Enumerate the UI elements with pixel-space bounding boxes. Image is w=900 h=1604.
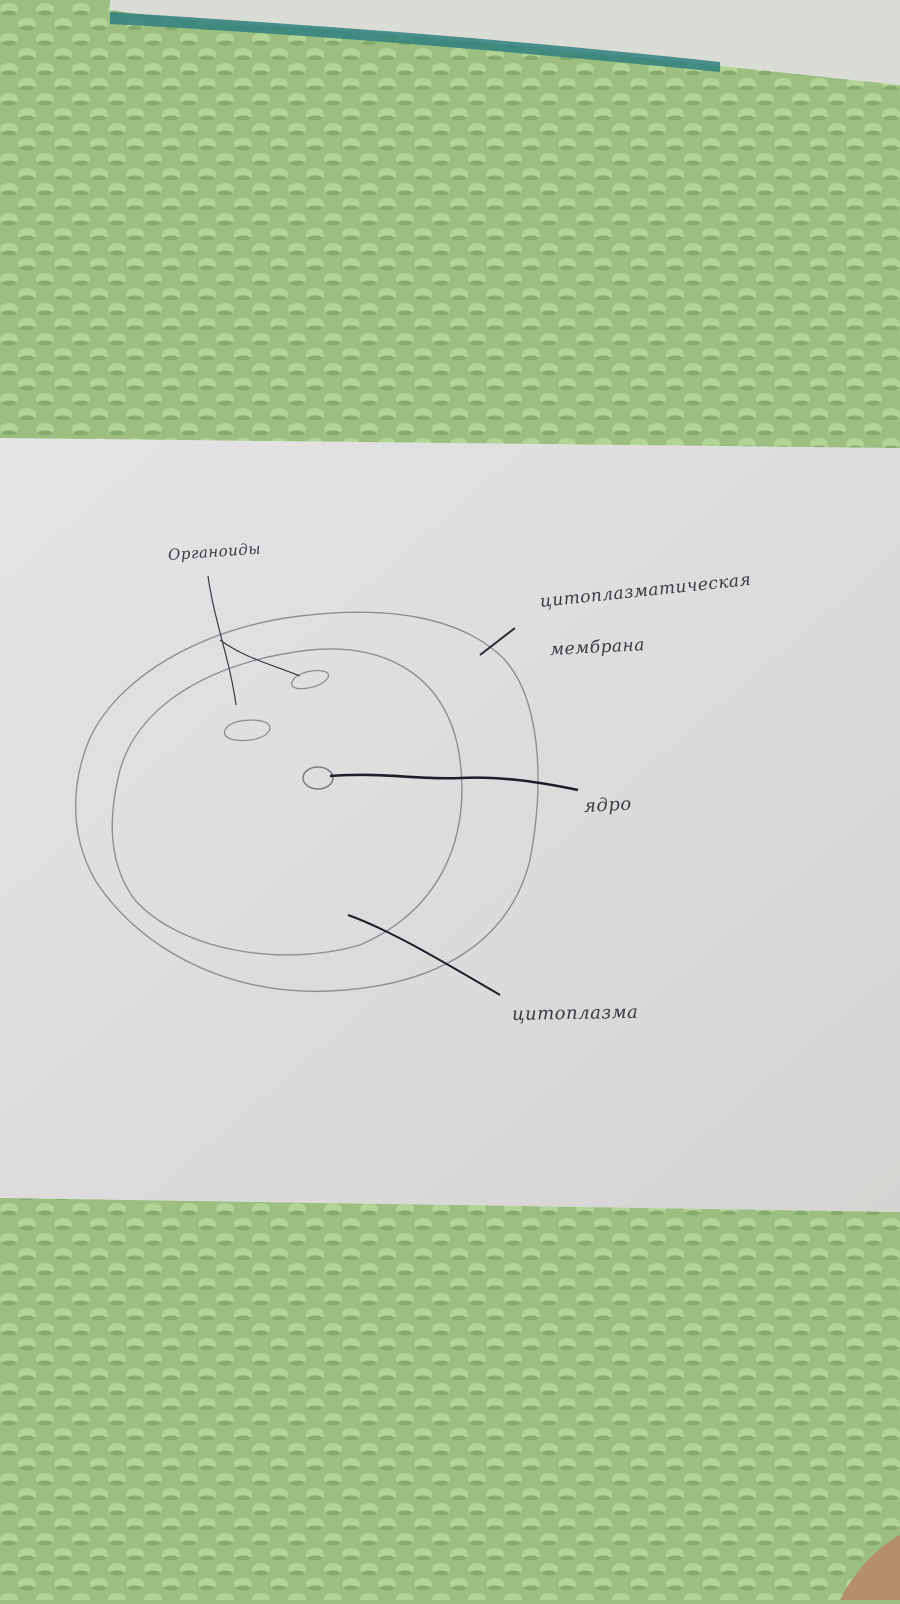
organoids-pointer-line [207, 575, 237, 706]
cytoplasm-pointer-line [347, 914, 501, 996]
label-cytoplasm: цитоплазма [511, 1001, 639, 1025]
membrane-pointer-line [479, 627, 516, 656]
organelle-2 [223, 719, 271, 742]
teal-edge [110, 12, 720, 72]
nucleus [302, 766, 334, 790]
organoids-branch-line [219, 639, 301, 677]
hand-corner [840, 1535, 900, 1600]
organelle-1 [291, 669, 330, 690]
paper-sheet [0, 438, 900, 1212]
label-nucleus: ядро [583, 793, 633, 817]
nucleus-pointer-line [329, 773, 579, 792]
cytoplasm-outline [111, 648, 463, 956]
cell-membrane-outline [74, 611, 539, 993]
